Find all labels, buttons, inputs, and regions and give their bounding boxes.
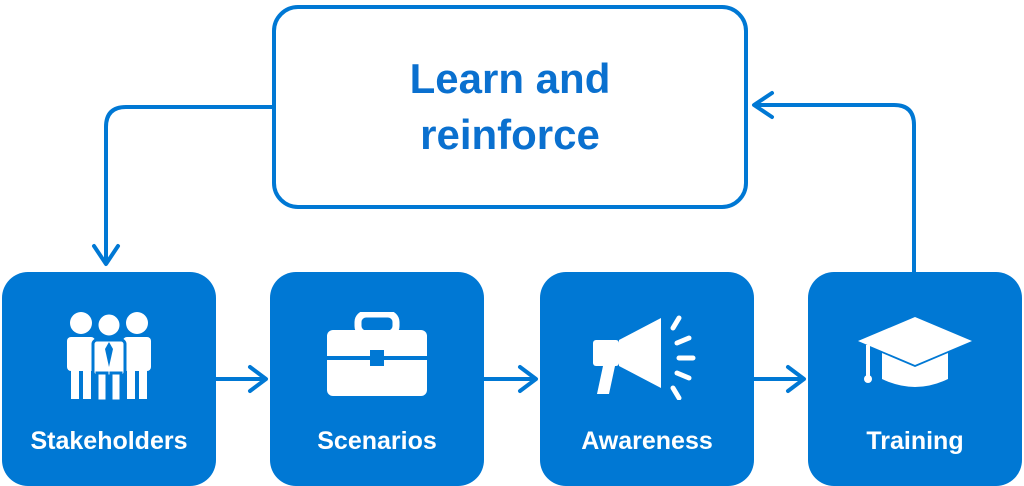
arrow-awareness-to-training-head	[786, 365, 806, 393]
arrow-learn-to-stakeholders	[104, 105, 274, 264]
megaphone-icon	[540, 300, 754, 410]
arrow-training-to-learn-head	[752, 91, 774, 119]
briefcase-icon	[270, 300, 484, 410]
arrow-training-to-learn	[754, 103, 916, 274]
step-label-training: Training	[866, 427, 964, 455]
arrow-learn-to-stakeholders-head	[92, 244, 120, 266]
arrow-stakeholders-to-scenarios-head	[248, 365, 268, 393]
arrow-scenarios-to-awareness-head	[518, 365, 538, 393]
step-scenarios: Scenarios	[270, 272, 484, 486]
learn-and-reinforce-box: Learn and reinforce	[272, 5, 748, 209]
step-training: Training	[808, 272, 1022, 486]
step-stakeholders: Stakeholders	[2, 272, 216, 486]
people-icon	[2, 300, 216, 410]
step-label-awareness: Awareness	[581, 427, 713, 455]
step-label-scenarios: Scenarios	[317, 427, 437, 455]
step-label-stakeholders: Stakeholders	[30, 427, 188, 455]
learn-and-reinforce-title: Learn and reinforce	[409, 55, 611, 158]
step-awareness: Awareness	[540, 272, 754, 486]
graduation-cap-icon	[808, 300, 1022, 410]
